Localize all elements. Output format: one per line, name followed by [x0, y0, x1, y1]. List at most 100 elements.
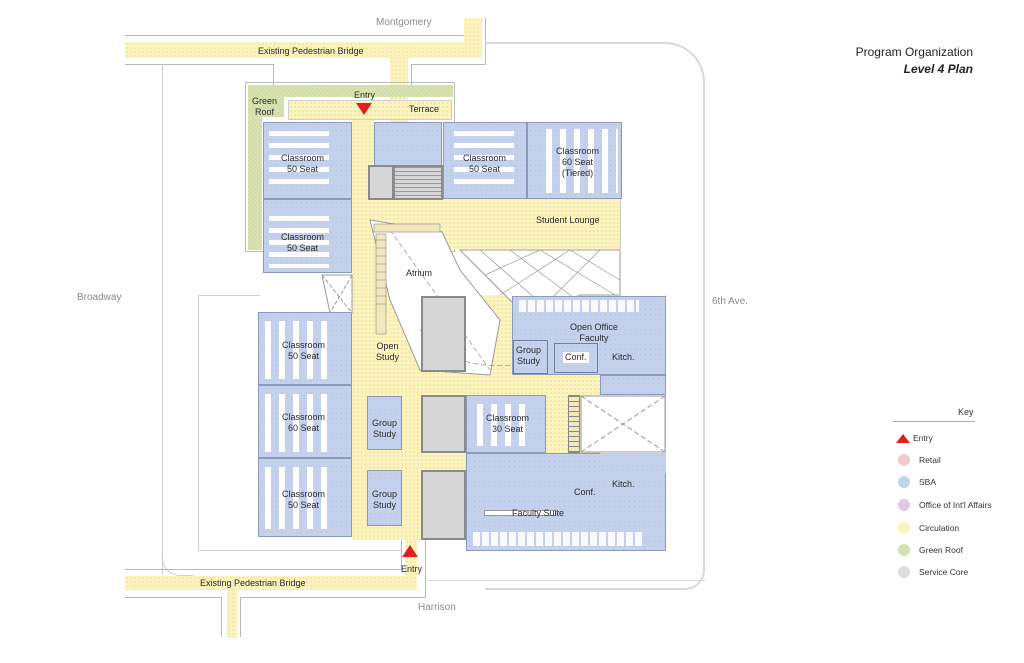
room-group-study-faculty	[513, 340, 548, 374]
bridge-edge-line	[411, 64, 412, 88]
street-label-west: Broadway	[77, 292, 122, 303]
service-core-swatch-icon	[898, 566, 910, 578]
legend-title: Key	[958, 407, 974, 417]
entry-triangle-icon	[896, 433, 910, 443]
street-edge-line	[425, 580, 705, 581]
terrace-label: Terrace	[409, 104, 440, 114]
legend-item-sba: SBA	[898, 475, 936, 489]
room-group-study-1	[367, 396, 402, 450]
room-label: Conf.	[563, 352, 589, 363]
intl-affairs-swatch-icon	[898, 499, 910, 511]
site-boundary	[485, 42, 705, 590]
bridge-label-north: Existing Pedestrian Bridge	[258, 46, 364, 56]
legend-divider	[893, 421, 975, 422]
entry-label-north: Entry	[354, 90, 376, 100]
legend-item-retail: Retail	[898, 453, 941, 467]
retail-swatch-icon	[898, 454, 910, 466]
legend-item-service-core: Service Core	[898, 565, 968, 579]
room-classroom-30	[466, 395, 546, 453]
bridge-label-south: Existing Pedestrian Bridge	[200, 578, 306, 588]
room-classroom-nw-bottom	[263, 199, 352, 273]
service-core-restroom	[368, 165, 394, 200]
room-group-study-2	[367, 470, 402, 526]
room-label: Faculty Suite	[512, 508, 565, 518]
bridge-edge-line	[411, 64, 486, 65]
bridge-edge-line	[240, 597, 241, 637]
pedestrian-bridge-north	[125, 42, 482, 58]
circulation-swatch-icon	[898, 522, 910, 534]
bridge-edge-line	[273, 64, 274, 99]
room-classroom-nw-top	[263, 122, 352, 199]
student-lounge-label: Student Lounge	[536, 215, 600, 225]
podium-outline	[198, 550, 402, 551]
pedestrian-bridge-north-connector	[464, 18, 482, 58]
room-label: Kitch.	[612, 352, 635, 362]
service-core-restrooms	[421, 395, 466, 453]
street-label-north: Montgomery	[376, 17, 432, 28]
room-classroom-w-1	[258, 312, 352, 385]
bridge-edge-line	[485, 18, 486, 65]
atrium-label: Atrium	[406, 268, 433, 278]
legend-item-green-roof: Green Roof	[898, 543, 963, 557]
room-faculty-suite-upper	[600, 453, 666, 473]
bridge-edge-line	[425, 540, 426, 597]
room-label: Kitch.	[612, 479, 635, 489]
legend-item-entry: Entry	[896, 431, 933, 445]
sba-swatch-icon	[898, 476, 910, 488]
green-roof-strip	[248, 85, 453, 97]
room-classroom-w-3	[258, 458, 352, 537]
room-label: Conf.	[574, 487, 596, 497]
plan-title: Program Organization	[855, 45, 973, 59]
green-roof-area	[248, 85, 284, 117]
service-core-stair	[393, 165, 443, 200]
lounge-edge	[620, 199, 621, 249]
green-roof-label: Green Roof	[252, 96, 278, 117]
pedestrian-bridge-south-connector	[227, 588, 237, 638]
void-x-east	[580, 395, 666, 453]
room-classroom-w-2	[258, 385, 352, 458]
legend-item-intl-affairs: Office of Int'l Affairs	[898, 498, 992, 512]
bridge-edge-line	[240, 597, 426, 598]
entry-label-south: Entry	[401, 564, 423, 574]
podium-outline	[198, 295, 260, 551]
green-roof-swatch-icon	[898, 544, 910, 556]
bridge-edge-line	[125, 569, 402, 570]
room-faculty-east-connector	[600, 375, 666, 395]
entry-arrow-south-icon[interactable]	[402, 545, 418, 557]
green-roof-strip	[248, 85, 262, 250]
room-service-lounge	[374, 122, 442, 167]
legend-item-circulation: Circulation	[898, 521, 959, 535]
room-classroom-n-center	[443, 122, 527, 199]
room-classroom-ne-tiered	[527, 122, 622, 199]
counter	[484, 510, 556, 516]
bridge-edge-line	[401, 540, 402, 570]
bridge-edge-line	[125, 35, 471, 36]
void-x-west	[321, 274, 353, 314]
entry-arrow-north-icon[interactable]	[356, 103, 372, 115]
service-core-elevators	[421, 296, 466, 372]
bridge-edge-line	[125, 597, 221, 598]
site-boundary	[162, 540, 193, 576]
bridge-edge-line	[125, 64, 273, 65]
street-label-south: Harrison	[418, 602, 456, 613]
pedestrian-bridge-south	[125, 576, 417, 590]
room-conf-1	[554, 343, 598, 373]
service-core-stair-south	[421, 470, 466, 540]
bridge-edge-line	[221, 597, 222, 637]
street-label-east: 6th Ave.	[712, 296, 748, 307]
site-boundary	[162, 64, 163, 574]
stair-east	[568, 395, 580, 453]
